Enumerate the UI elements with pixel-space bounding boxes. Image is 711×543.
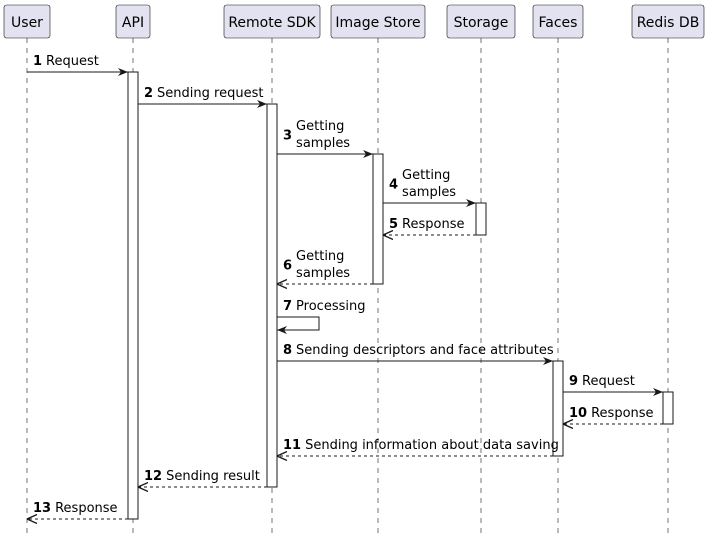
activation-bar-redis-db	[662, 391, 674, 425]
message-text: Getting	[296, 249, 344, 264]
message-5: 5 Response	[383, 217, 476, 235]
participant-label: Faces	[539, 15, 578, 31]
participant-label: User	[11, 15, 43, 31]
message-number: 8	[283, 343, 292, 358]
participant-image-store: Image Store	[330, 4, 426, 39]
message-text: Response	[402, 217, 464, 232]
message-4: 4 Getting samples	[383, 168, 476, 207]
activation-bar-faces	[552, 360, 564, 457]
participant-label: Storage	[454, 15, 509, 31]
participant-box	[446, 4, 516, 39]
message-number: 13	[33, 501, 51, 516]
message-text: Getting	[402, 168, 450, 183]
message-text: Request	[582, 374, 635, 389]
message-number: 9	[569, 374, 578, 389]
participant-redis-db: Redis DB	[631, 4, 705, 39]
message-number: 3	[283, 129, 292, 144]
activation-bar-remote-sdk	[266, 103, 278, 488]
message-number: 2	[144, 86, 153, 101]
message-arrow	[277, 316, 320, 334]
message-text: Sending result	[166, 469, 260, 484]
message-text: samples	[296, 266, 350, 281]
participant-label: Remote SDK	[228, 15, 316, 31]
activation-bar-image-store	[372, 153, 384, 285]
participant-label: Image Store	[335, 15, 420, 31]
message-9: 9 Request	[563, 374, 663, 396]
participant-box	[330, 4, 426, 39]
message-number: 5	[389, 217, 398, 232]
message-number: 10	[569, 406, 587, 421]
message-8: 8 Sending descriptors and face attributes	[277, 343, 554, 365]
message-text: Sending information about data saving	[305, 438, 559, 453]
participant-box	[115, 4, 151, 39]
participant-box	[3, 4, 51, 39]
message-number: 6	[283, 259, 292, 274]
message-text: samples	[402, 185, 456, 200]
message-number: 1	[33, 54, 42, 69]
message-3: 3 Getting samples	[277, 119, 373, 158]
message-10: 10 Response	[563, 406, 663, 424]
message-13: 13 Response	[27, 501, 128, 519]
message-text: Response	[55, 501, 117, 516]
participant-faces: Faces	[532, 4, 584, 39]
message-text: Response	[591, 406, 653, 421]
participant-remote-sdk: Remote SDK	[223, 4, 321, 39]
participant-box	[532, 4, 584, 39]
message-text: Request	[46, 54, 99, 69]
message-6: 6 Getting samples	[277, 249, 373, 284]
message-text: Sending request	[157, 86, 263, 101]
message-12: 12 Sending result	[138, 469, 267, 487]
activation-bar-api	[127, 71, 139, 520]
message-1: 1 Request	[27, 54, 128, 76]
message-text: samples	[296, 136, 350, 151]
participant-storage: Storage	[446, 4, 516, 39]
activation-bar-storage	[475, 202, 487, 236]
participant-box	[631, 4, 705, 39]
participant-api: API	[115, 4, 151, 39]
message-11: 11 Sending information about data saving	[277, 438, 559, 456]
participant-label: API	[122, 15, 144, 31]
message-number: 4	[389, 178, 398, 193]
participant-box	[223, 4, 321, 39]
message-text: Getting	[296, 119, 344, 134]
participant-label: Redis DB	[637, 15, 700, 31]
message-text: Sending descriptors and face attributes	[296, 343, 554, 358]
message-number: 11	[283, 438, 301, 453]
participant-user: User	[3, 4, 51, 39]
message-number: 12	[144, 469, 162, 484]
message-2: 2 Sending request	[138, 86, 267, 108]
